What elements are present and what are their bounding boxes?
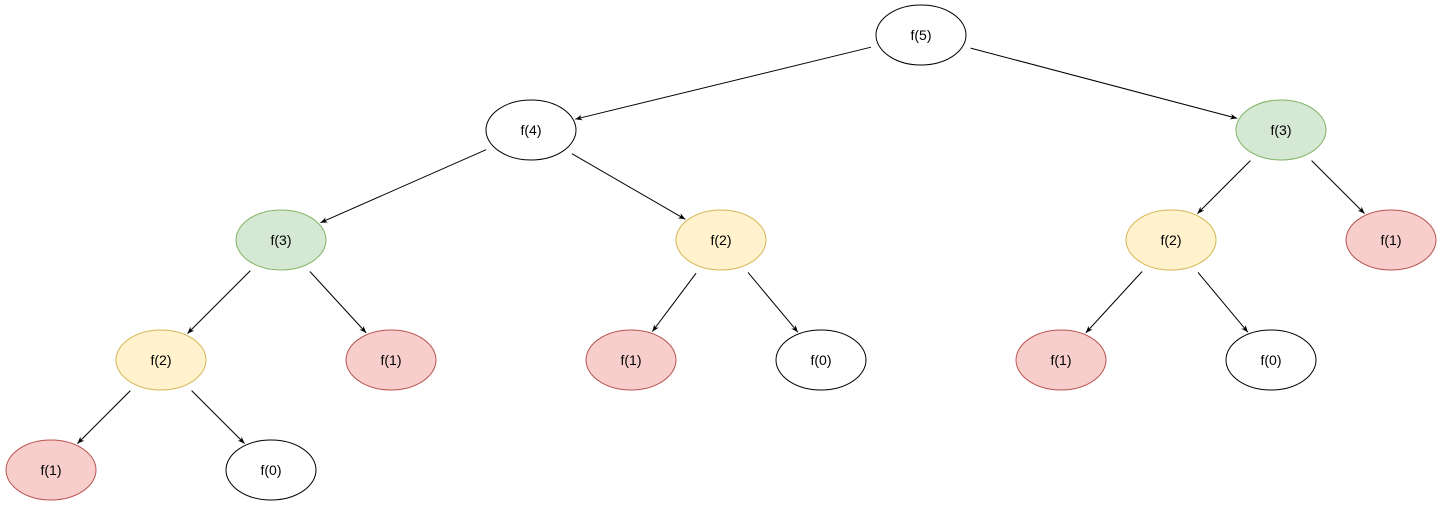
node-label: f(2) (1161, 232, 1182, 248)
edge-n5-to-n4 (575, 46, 872, 121)
node-label: f(0) (1261, 352, 1282, 368)
node-ellipse (345, 329, 437, 391)
edge-n2b-to-n1b (651, 272, 697, 332)
node-ellipse (1225, 329, 1317, 391)
node-label: f(5) (911, 27, 932, 43)
node-n1d: f(1) (345, 329, 437, 391)
edge-n3a-to-n2a (187, 270, 251, 334)
edge-n2b-to-n0b (747, 272, 799, 333)
node-label: f(3) (1271, 122, 1292, 138)
node-label: f(0) (261, 462, 282, 478)
node-label: f(2) (151, 352, 172, 368)
edge-n3a-to-n1d (309, 271, 367, 334)
node-n1a: f(1) (5, 439, 97, 501)
node-label: f(1) (1381, 232, 1402, 248)
edge-n4-to-n3a (320, 149, 487, 224)
node-n3b: f(3) (1235, 99, 1327, 161)
node-n3a: f(3) (235, 209, 327, 271)
node-label: f(1) (1051, 352, 1072, 368)
node-n0c: f(0) (1225, 329, 1317, 391)
node-ellipse (1345, 209, 1437, 271)
node-n4: f(4) (485, 99, 577, 161)
node-label: f(4) (521, 122, 542, 138)
node-label: f(0) (811, 352, 832, 368)
node-ellipse (775, 329, 867, 391)
node-ellipse (675, 209, 767, 271)
node-ellipse (485, 99, 577, 161)
node-ellipse (1015, 329, 1107, 391)
edge-n2c-to-n1c (1085, 271, 1143, 334)
edge-n2c-to-n0c (1197, 272, 1249, 333)
node-n0b: f(0) (775, 329, 867, 391)
nodes-layer: f(5) f(4) f(3) f(3) f(2) f(2) f(2) f(1) f(1) f(1)… (5, 4, 1437, 501)
node-label: f(1) (41, 462, 62, 478)
edge-n4-to-n2b (571, 153, 686, 220)
node-ellipse (235, 209, 327, 271)
node-label: f(1) (621, 352, 642, 368)
node-ellipse (5, 439, 97, 501)
node-n5: f(5) (875, 4, 967, 66)
node-n1c: f(1) (1015, 329, 1107, 391)
node-label: f(1) (381, 352, 402, 368)
node-n2c: f(2) (1125, 209, 1217, 271)
node-ellipse (585, 329, 677, 391)
edges-layer (77, 46, 1365, 444)
node-n1e: f(1) (1345, 209, 1437, 271)
node-label: f(2) (711, 232, 732, 248)
node-ellipse (1235, 99, 1327, 161)
edge-n3b-to-n1e (1311, 160, 1365, 214)
edge-n3b-to-n2c (1197, 160, 1251, 214)
edge-n2a-to-n1a (77, 390, 131, 444)
node-ellipse (875, 4, 967, 66)
node-ellipse (225, 439, 317, 501)
node-ellipse (115, 329, 207, 391)
node-label: f(3) (271, 232, 292, 248)
edge-n2a-to-n0a (191, 390, 245, 444)
node-n2a: f(2) (115, 329, 207, 391)
node-n2b: f(2) (675, 209, 767, 271)
node-ellipse (1125, 209, 1217, 271)
node-n0a: f(0) (225, 439, 317, 501)
node-n1b: f(1) (585, 329, 677, 391)
edge-n5-to-n3b (970, 47, 1238, 120)
